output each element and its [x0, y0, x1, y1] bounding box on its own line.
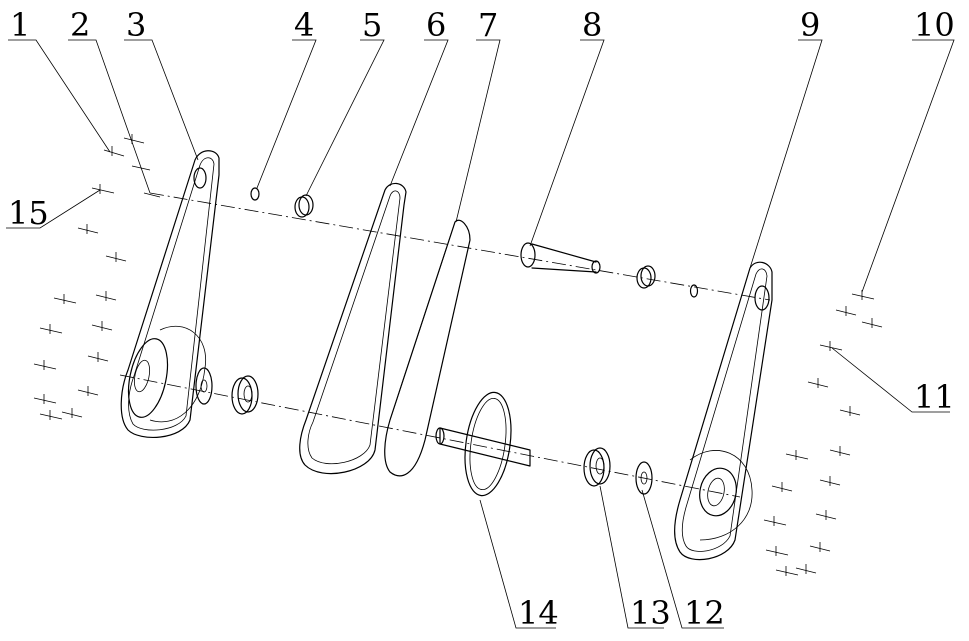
callout-2: 2	[68, 6, 151, 194]
callout-14: 14	[479, 499, 559, 632]
washer-large-lower-right	[635, 461, 653, 495]
washer-small-upper-right	[689, 284, 699, 298]
bearing-lower-right	[583, 447, 611, 487]
callout-3: 3	[124, 6, 199, 161]
callout-7: 7	[455, 6, 501, 223]
callout-11: 11	[831, 347, 955, 416]
callout-label-1: 1	[10, 6, 30, 44]
callout-label-6: 6	[426, 6, 446, 44]
callout-label-10: 10	[914, 6, 955, 44]
left-cover-plate	[120, 150, 220, 438]
bearing-upper-right	[636, 265, 656, 289]
callout-15: 15	[6, 189, 101, 232]
callout-label-3: 3	[126, 6, 146, 44]
callout-label-9: 9	[800, 6, 820, 44]
callout-6: 6	[389, 6, 449, 187]
washer-small-upper	[250, 187, 260, 201]
callout-4: 4	[256, 6, 317, 189]
callout-label-2: 2	[70, 6, 90, 44]
bearing-lower-left	[231, 375, 259, 415]
callout-label-14: 14	[518, 594, 559, 632]
callouts: 1 2 3 4 5 6 7	[6, 6, 955, 632]
callout-label-12: 12	[684, 594, 725, 632]
drive-chain	[384, 219, 471, 477]
washer-large-lower-left	[195, 367, 213, 405]
right-cover-plate	[674, 261, 773, 561]
right-screw-group	[763, 290, 883, 576]
callout-5: 5	[305, 6, 385, 197]
lower-centerline	[119, 374, 741, 498]
bearing-upper-left	[294, 194, 314, 218]
callout-10: 10	[861, 6, 955, 293]
callout-13: 13	[599, 485, 671, 632]
upper-centerline	[149, 192, 771, 301]
left-screw-group	[33, 134, 161, 420]
callout-9: 9	[749, 6, 823, 269]
callout-label-8: 8	[582, 6, 602, 44]
middle-gasket-plate	[299, 182, 407, 475]
callout-label-4: 4	[294, 6, 314, 44]
large-sprocket-with-shaft	[435, 391, 531, 497]
callout-label-15: 15	[8, 194, 49, 232]
callout-label-13: 13	[630, 594, 671, 632]
callout-label-5: 5	[362, 6, 382, 44]
callout-label-7: 7	[478, 6, 498, 44]
callout-label-11: 11	[914, 378, 955, 416]
callout-8: 8	[529, 6, 605, 247]
upper-shaft-with-sprocket	[520, 242, 601, 274]
callout-1: 1	[8, 6, 111, 153]
callout-12: 12	[641, 489, 725, 632]
